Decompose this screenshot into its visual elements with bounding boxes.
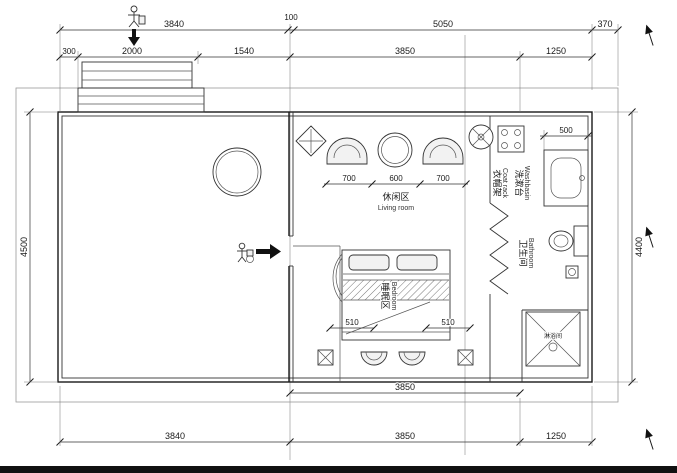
washbasin-label-en: Washbasin xyxy=(523,166,530,200)
folding-door xyxy=(489,202,509,295)
dim-4500: 4500 xyxy=(19,237,29,257)
dim-3850-bottom: 3850 xyxy=(395,431,415,441)
dimension-bed: 510 510 xyxy=(326,317,474,332)
dimension-basin: 500 xyxy=(540,125,592,152)
bathroom: 卫生间 Bathroom 淋浴间 xyxy=(489,202,589,367)
shower-stall: 淋浴间 xyxy=(525,311,581,367)
armchair-left xyxy=(326,137,368,165)
living-room: 700 600 700 休闲区 Living room xyxy=(295,124,525,213)
round-table xyxy=(377,132,413,168)
bedroom: 睡眠区 Bedroom 510 510 xyxy=(317,249,474,366)
dim-3840-bottom: 3840 xyxy=(165,431,185,441)
section-arrow-icon xyxy=(645,226,654,248)
washbasin-counter xyxy=(543,149,589,207)
dim-700-right: 700 xyxy=(436,174,450,183)
entry-arrow-icon xyxy=(256,244,281,259)
dimension-right: 4400 xyxy=(594,108,645,386)
entry-steps xyxy=(77,61,205,113)
armchair-right xyxy=(422,137,464,165)
toilet xyxy=(548,225,589,257)
dim-top-370: 370 xyxy=(597,19,612,29)
bedroom-chair-left xyxy=(360,351,388,366)
exterior-walls xyxy=(57,111,593,383)
floor-drain xyxy=(565,265,579,279)
witness-lines xyxy=(77,51,521,112)
coat-rack-label-en: Coat rack xyxy=(501,168,508,198)
bathroom-label-zh: 卫生间 xyxy=(518,239,529,266)
bedroom-chair-right xyxy=(398,351,426,366)
exhaust-fan-icon xyxy=(468,124,494,150)
bed xyxy=(332,249,451,341)
dim-1250-bottom: 1250 xyxy=(546,431,566,441)
dimension-top-row-2: 300 2000 1540 3850 1250 xyxy=(56,45,596,112)
witness-lines xyxy=(59,24,619,112)
dim-500: 500 xyxy=(559,126,573,135)
living-room-label-zh: 休闲区 xyxy=(382,191,409,202)
dim-top-5050: 5050 xyxy=(433,19,453,29)
side-table-left xyxy=(317,349,334,366)
living-room-label-en: Living room xyxy=(378,205,414,212)
blanket-hatch xyxy=(343,280,449,300)
dim-3850-inner: 3850 xyxy=(395,382,415,392)
person-icon xyxy=(128,5,146,28)
pillow-left xyxy=(348,254,390,271)
dim-2000: 2000 xyxy=(122,46,142,56)
dim-3850-top: 3850 xyxy=(395,46,415,56)
person-icon xyxy=(237,242,254,263)
dim-1540: 1540 xyxy=(234,46,254,56)
section-arrows xyxy=(645,24,654,450)
dim-4400: 4400 xyxy=(634,237,644,257)
dimension-ticks xyxy=(56,53,596,61)
dimension-living: 700 600 700 xyxy=(322,173,470,188)
bedroom-label-zh: 睡眠区 xyxy=(380,282,391,309)
dimension-left: 4500 xyxy=(18,108,58,386)
deck-area xyxy=(212,147,281,263)
dim-510-right: 510 xyxy=(441,318,455,327)
shower-label-zh: 淋浴间 xyxy=(544,332,562,340)
bed-drape xyxy=(332,253,343,303)
coat-rack-symbol xyxy=(497,125,525,153)
dim-1250-top: 1250 xyxy=(546,46,566,56)
dim-510-left: 510 xyxy=(345,318,359,327)
witness-lines xyxy=(59,386,593,446)
dim-700-left: 700 xyxy=(342,174,356,183)
dim-top-100: 100 xyxy=(284,13,298,22)
dimension-bottom-row: 3840 3850 1250 xyxy=(56,386,596,446)
dimension-bottom-inner: 3850 xyxy=(286,381,524,397)
section-arrow-icon xyxy=(645,428,654,450)
washbasin-label-zh: 洗漱台 xyxy=(514,169,525,196)
side-table-right xyxy=(457,349,474,366)
property-boundary xyxy=(15,87,619,403)
ceiling-lamp-icon xyxy=(295,125,327,157)
dim-top-3840: 3840 xyxy=(164,19,184,29)
bottom-bar xyxy=(0,466,677,473)
washbasin-area: 500 衣帽架 Coat rack 洗漱台 Washbasin xyxy=(491,125,592,207)
door-swing-line xyxy=(345,301,431,335)
entry-marker-top xyxy=(128,5,146,46)
down-arrow-icon xyxy=(128,29,140,46)
bedroom-label-en: Bedroom xyxy=(390,282,397,311)
bathroom-label-en: Bathroom xyxy=(527,238,534,269)
coat-rack-label-zh: 衣帽架 xyxy=(492,169,503,196)
pillow-right xyxy=(396,254,438,271)
grid-lines xyxy=(289,24,466,460)
dimension-top-row-1: 3840 100 5050 370 xyxy=(56,12,622,112)
section-arrow-icon xyxy=(645,24,654,46)
dim-600: 600 xyxy=(389,174,403,183)
dim-300: 300 xyxy=(62,47,76,56)
deck-round-table xyxy=(212,147,262,197)
